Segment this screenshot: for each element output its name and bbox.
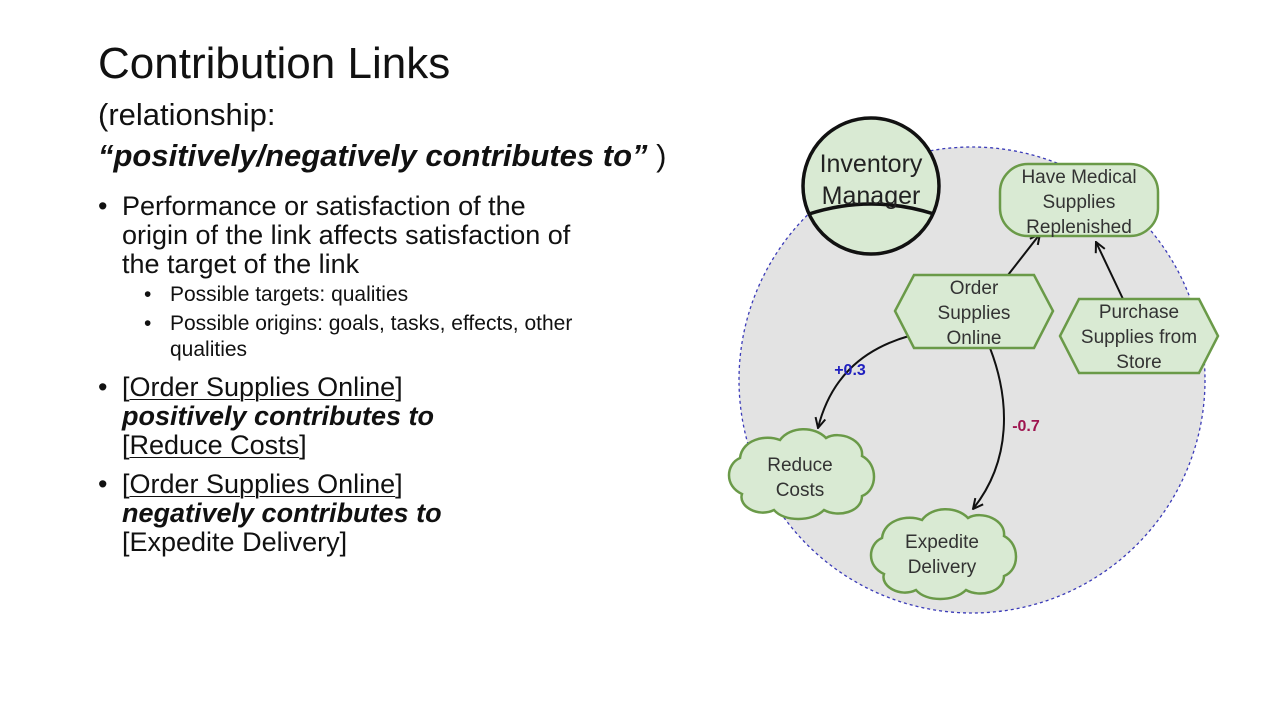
task-order-line2: Supplies — [938, 303, 1011, 324]
subtitle-relationship: (relationship: — [98, 97, 276, 132]
expedite-delivery-text: [Expedite Delivery] — [122, 527, 348, 557]
task-order-line1: Order — [950, 278, 999, 299]
task-purchase-line3: Store — [1116, 352, 1161, 373]
positive-relation-text: positively contributes to — [122, 401, 435, 431]
quality-reduce-line1: Reduce — [767, 455, 833, 476]
bracket: [ — [122, 469, 130, 499]
order-supplies-link[interactable]: Order Supplies Online — [129, 372, 396, 402]
quality-shape — [727, 428, 876, 521]
relation-phrase: “positively/negatively contributes to” — [98, 138, 648, 173]
sub-bullet-targets: • Possible targets: qualities — [144, 282, 598, 308]
refinement-link-purchase — [1096, 242, 1124, 300]
task-shape — [893, 273, 1055, 350]
refinement-link-order — [1007, 234, 1040, 276]
relation-close-paren: ) — [647, 138, 667, 173]
bullet-dot: • — [144, 283, 152, 306]
sub-bullet-targets-text: Possible targets: qualities — [170, 283, 409, 306]
bullet-positive-example: • [Order Supplies Online] positively con… — [98, 373, 598, 460]
slide-title: Contribution Links — [98, 39, 451, 88]
negative-relation-text: negatively contributes to — [122, 498, 442, 528]
bracket: [ — [122, 372, 130, 402]
bullet-negative-example: • [Order Supplies Online] negatively con… — [98, 470, 598, 557]
reduce-costs-link[interactable]: Reduce Costs — [129, 430, 300, 460]
contribution-link-positive — [818, 335, 910, 428]
order-supplies-link[interactable]: Order Supplies Online — [129, 469, 396, 499]
goal-text-line1: Have Medical — [1021, 167, 1136, 188]
task-shape — [1058, 297, 1220, 375]
goal-text-line2: Supplies — [1043, 192, 1116, 213]
bullet-performance: • Performance or satisfaction of the ori… — [98, 192, 598, 279]
task-purchase-line2: Supplies from — [1081, 327, 1197, 348]
actor-circle — [801, 116, 941, 256]
bullet-dot: • — [144, 312, 152, 335]
positive-contribution-label: +0.3 — [834, 362, 866, 379]
actor-name-line1: Inventory — [820, 150, 923, 178]
task-order-line3: Online — [947, 328, 1002, 349]
bracket: ] — [299, 430, 307, 460]
bullet-dot: • — [98, 191, 108, 221]
negative-contribution-label: -0.7 — [1012, 418, 1040, 435]
task-purchase-line1: Purchase — [1099, 302, 1179, 323]
task-purchase-supplies-store: Purchase Supplies from Store — [1058, 297, 1220, 375]
actor-band — [808, 202, 935, 216]
subtitle-relation-phrase: “positively/negatively contributes to” ) — [98, 137, 666, 175]
goal-shape — [998, 162, 1160, 238]
bullet-dot: • — [98, 469, 108, 499]
bullet-performance-text: Performance or satisfaction of the origi… — [122, 191, 571, 279]
bracket: ] — [395, 372, 403, 402]
bullet-list: • Performance or satisfaction of the ori… — [98, 192, 598, 557]
quality-shape — [869, 508, 1018, 601]
goal-have-medical-supplies: Have Medical Supplies Replenished — [998, 162, 1160, 238]
bullet-dot: • — [98, 372, 108, 402]
quality-expedite-delivery: Expedite Delivery — [869, 508, 1018, 601]
bracket: ] — [395, 469, 403, 499]
quality-expedite-line2: Delivery — [908, 557, 977, 578]
actor-name-line2: Manager — [822, 182, 921, 210]
quality-expedite-line1: Expedite — [905, 532, 979, 553]
bracket: [ — [122, 430, 130, 460]
contribution-link-negative — [973, 347, 1005, 509]
quality-reduce-line2: Costs — [776, 480, 825, 501]
sub-bullet-origins: • Possible origins: goals, tasks, effect… — [144, 311, 598, 363]
quality-reduce-costs: Reduce Costs — [727, 428, 876, 521]
sub-bullet-origins-text: Possible origins: goals, tasks, effects,… — [170, 312, 573, 361]
task-order-supplies-online: Order Supplies Online — [893, 273, 1055, 350]
actor-inventory-manager: Inventory Manager — [801, 116, 941, 256]
goal-text-line3: Replenished — [1026, 217, 1132, 238]
